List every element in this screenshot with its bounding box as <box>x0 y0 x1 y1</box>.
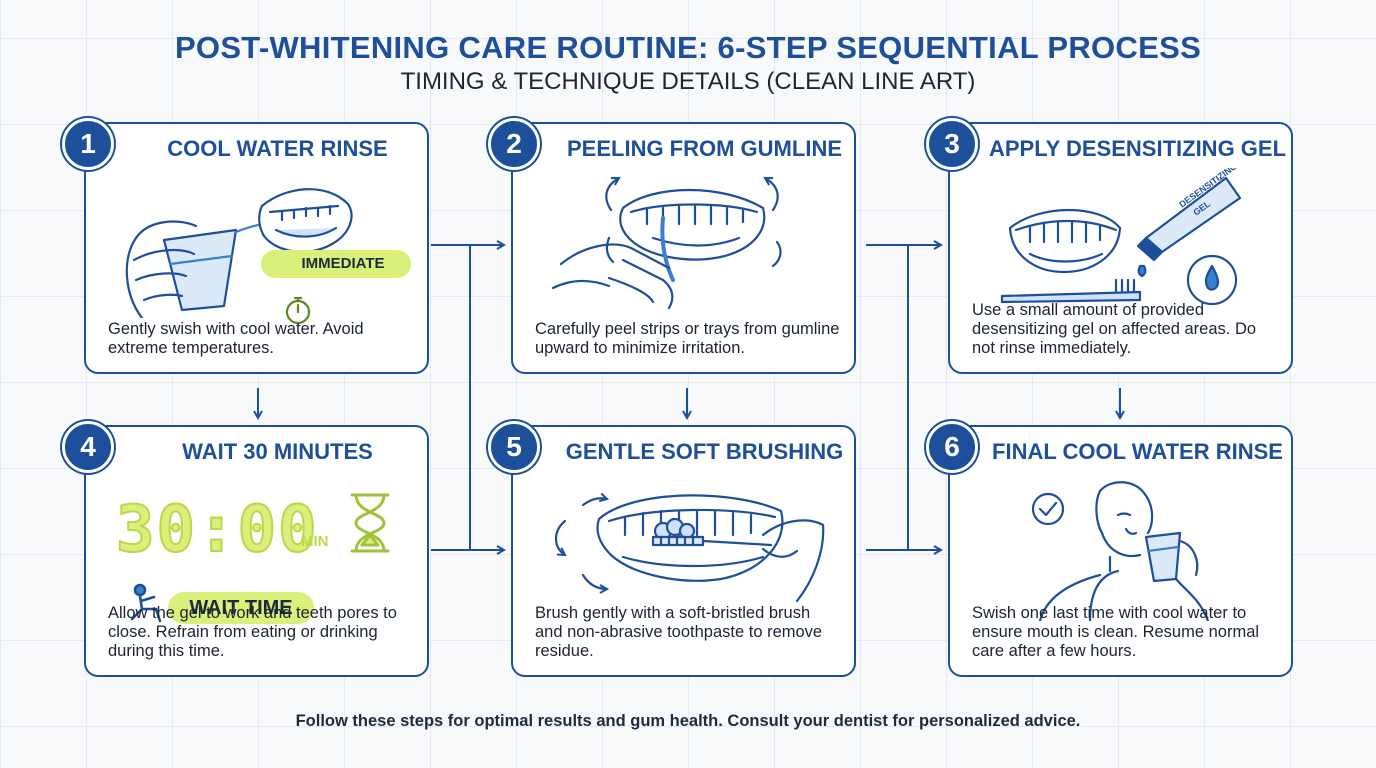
connector-1-to-2 <box>431 244 471 551</box>
step-1-card: COOL WATER RINSE IMMEDIATE Gently swish … <box>84 122 429 374</box>
step-4-badge: 4 <box>62 421 114 473</box>
step-3-title: APPLY DESENSITIZING GEL <box>988 136 1287 161</box>
final-rinse-illustration-icon <box>1031 481 1210 621</box>
footer-note: Follow these steps for optimal results a… <box>295 712 1081 730</box>
step-5-title: GENTLE SOFT BRUSHING <box>565 439 844 464</box>
step-2-card: PEELING FROM GUMLINE Carefully peel stri… <box>511 122 856 374</box>
step-3-description: Use a small amount of provided desensiti… <box>972 301 1257 357</box>
step-3-badge: 3 <box>926 118 978 170</box>
step-1-description: Gently swish with cool water. Avoid extr… <box>108 320 364 357</box>
step-3-card: APPLY DESENSITIZING GEL DESENSITIZING GE… <box>948 122 1293 374</box>
step-4-title: WAIT 30 MINUTES <box>182 439 373 464</box>
step-6-title: FINAL COOL WATER RINSE <box>992 439 1283 464</box>
step-6-description: Swish one last time with cool water to e… <box>972 604 1260 660</box>
wait-time-tag: WAIT TIME <box>168 592 314 624</box>
rinse-illustration-icon <box>125 188 353 318</box>
step-2-description: Carefully peel strips or trays from guml… <box>535 320 840 357</box>
step-2-title: PEELING FROM GUMLINE <box>567 136 842 161</box>
peeling-strip-illustration-icon <box>551 176 782 310</box>
step-2-badge: 2 <box>488 118 540 170</box>
step-5-badge: 5 <box>488 421 540 473</box>
step-5-description: Brush gently with a soft-bristled brush … <box>535 604 823 660</box>
page-title: POST-WHITENING CARE ROUTINE: 6-STEP SEQU… <box>174 30 1202 65</box>
person-sitting-icon <box>130 583 162 623</box>
step-1-title: COOL WATER RINSE <box>167 136 388 161</box>
timer-area: 30:00 MIN WAIT TIME <box>86 471 431 624</box>
step-4-description: Allow the gel to work and teeth pores to… <box>108 604 397 660</box>
step-6-badge: 6 <box>926 421 978 473</box>
hourglass-icon <box>350 493 390 553</box>
immediate-tag: IMMEDIATE <box>261 250 411 278</box>
stopwatch-icon <box>285 296 311 325</box>
timer-display: 30:00 <box>115 492 319 568</box>
page-subtitle: TIMING & TECHNIQUE DETAILS (CLEAN LINE A… <box>400 68 976 95</box>
gel-application-illustration-icon: DESENSITIZING GEL <box>1000 168 1242 306</box>
step-6-card: FINAL COOL WATER RINSE Swish one last ti… <box>948 425 1293 677</box>
step-1-badge: 1 <box>62 118 114 170</box>
step-4-card: WAIT 30 MINUTES 30:00 MIN WAIT TIME Allo… <box>84 425 429 677</box>
connector-2-to-3 <box>866 244 909 551</box>
step-5-card: GENTLE SOFT BRUSHING Brush gently with a… <box>511 425 856 677</box>
brushing-illustration-icon <box>554 471 825 603</box>
timer-unit: MIN <box>301 533 329 550</box>
